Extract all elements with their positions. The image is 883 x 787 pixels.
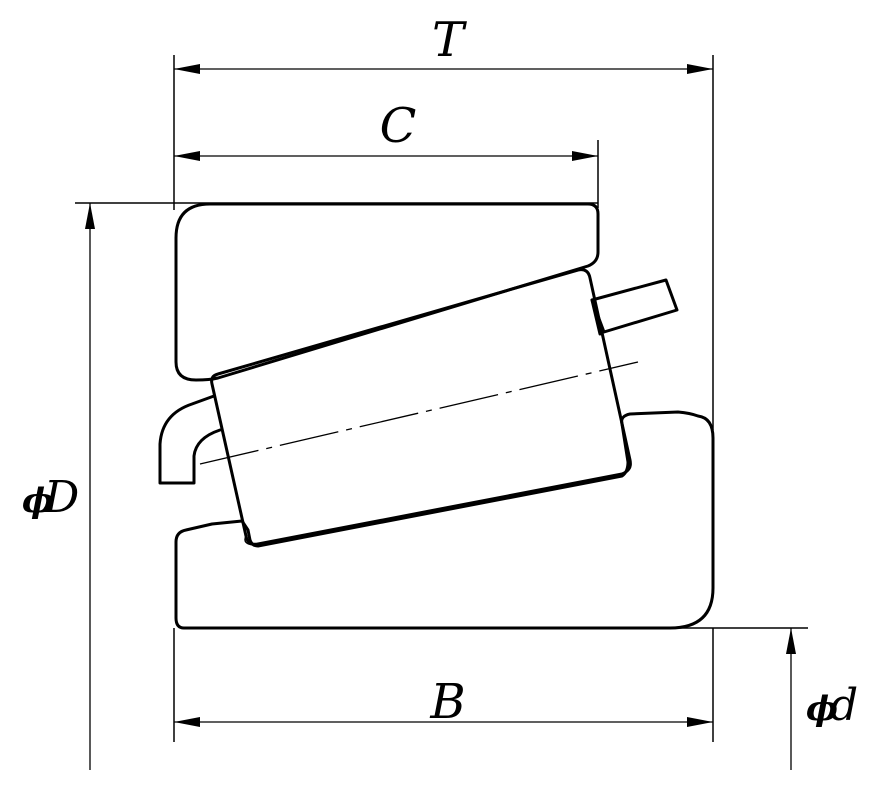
label-T: T [432,12,467,68]
arrow-head [174,64,200,74]
label-d: d [830,680,858,731]
dimension-T: T [173,12,714,430]
tapered-roller [210,268,632,546]
roller-end-radius [244,459,632,546]
cage-large-end [590,278,679,334]
arrow-head [786,628,796,654]
dimension-phi-d: ϕ d [680,627,858,770]
phi-symbol: ϕ [22,481,54,521]
arrow-head [174,717,200,727]
cage-link [590,298,602,336]
label-B: B [429,674,465,730]
arrow-head [687,717,713,727]
cage-small-end [158,394,222,485]
arrow-head [687,64,713,74]
label-D: D [43,472,79,523]
arrow-head [572,151,598,161]
dimension-B: B [173,628,714,742]
arrow-head [85,203,95,229]
outer-ring [174,202,600,382]
roller-axis-centerline [199,361,639,465]
dimension-C: C [174,98,599,208]
arrow-head [174,151,200,161]
label-C: C [380,98,417,154]
inner-ring [174,410,715,630]
phi-symbol: ϕ [806,689,838,729]
